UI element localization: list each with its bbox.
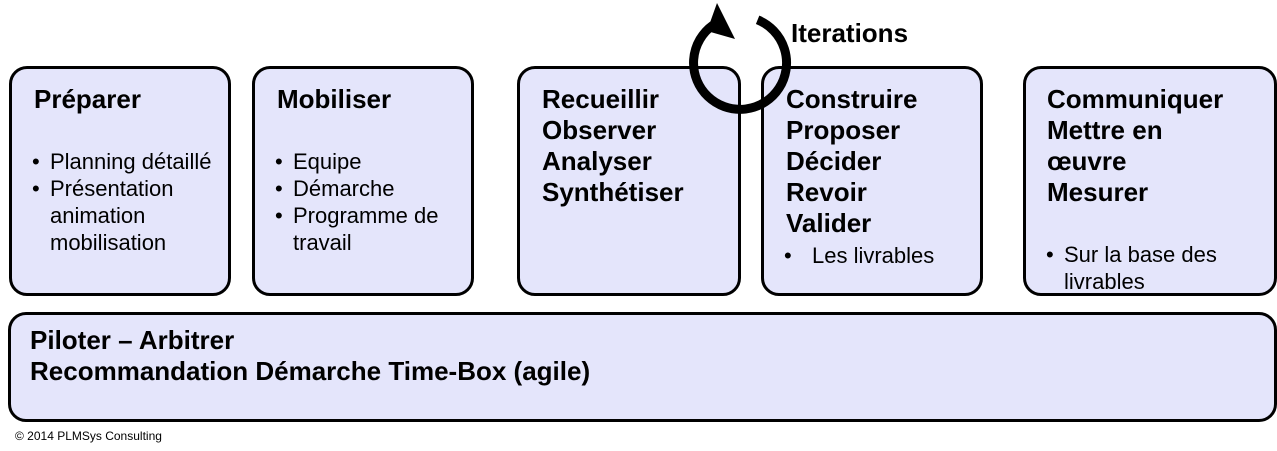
phase-title-line: Valider [786,208,872,238]
phase-title: Construire Proposer Décider Revoir Valid… [786,84,917,239]
phase-box-recueillir: Recueillir Observer Analyser Synthétiser [517,66,741,296]
governance-box: Piloter – Arbitrer Recommandation Démarc… [8,312,1277,422]
phase-title-line: Synthétiser [542,177,684,207]
phase-bullet: Programme de travail [275,202,465,256]
phase-title-line: Mettre en [1047,115,1163,145]
phase-bullet: Présentation animation mobilisation [32,175,222,256]
phase-title-line: Proposer [786,115,901,145]
phase-bullet-list: Planning détaillé Présentation animation… [32,148,222,256]
phase-box-construire: Construire Proposer Décider Revoir Valid… [761,66,983,296]
phase-title-line: Communiquer [1047,84,1224,114]
phase-title-line: Décider [786,146,882,176]
phase-title: Communiquer Mettre en œuvre Mesurer [1047,84,1223,208]
phase-title-line: Revoir [786,177,867,207]
phase-box-preparer: Préparer Planning détaillé Présentation … [9,66,231,296]
phase-bullet: Les livrables [784,242,984,269]
phase-box-mobiliser: Mobiliser Equipe Démarche Programme de t… [252,66,474,296]
governance-title-line: Piloter – Arbitrer [30,325,235,355]
circular-arrow-icon [689,3,792,114]
phase-title-line: Recueillir [542,84,660,114]
phase-title-line: Mobiliser [277,84,392,114]
copyright-notice: © 2014 PLMSys Consulting [15,429,162,443]
phase-title: Mobiliser [277,84,391,115]
phase-bullet-list: Equipe Démarche Programme de travail [275,148,465,256]
phase-bullet: Démarche [275,175,465,202]
phase-title-line: Analyser [542,146,652,176]
phase-bullet: Sur la base des livrables [1046,241,1266,295]
governance-title: Piloter – Arbitrer Recommandation Démarc… [30,325,590,387]
phase-bullet: Planning détaillé [32,148,222,175]
phase-title: Recueillir Observer Analyser Synthétiser [542,84,684,208]
phase-bullet-list: Les livrables [784,242,984,269]
phase-title: Préparer [34,84,141,115]
phase-title-line: Observer [542,115,657,145]
phase-title-line: œuvre [1047,146,1127,176]
governance-title-line: Recommandation Démarche Time-Box (agile) [30,356,591,386]
phase-title-line: Construire [786,84,918,114]
phase-box-communiquer: Communiquer Mettre en œuvre Mesurer Sur … [1023,66,1277,296]
phase-title-line: Mesurer [1047,177,1149,207]
phase-bullet: Equipe [275,148,465,175]
iterations-label: Iterations [791,18,909,48]
phase-title-line: Préparer [34,84,141,114]
phase-bullet-list: Sur la base des livrables [1046,241,1266,295]
